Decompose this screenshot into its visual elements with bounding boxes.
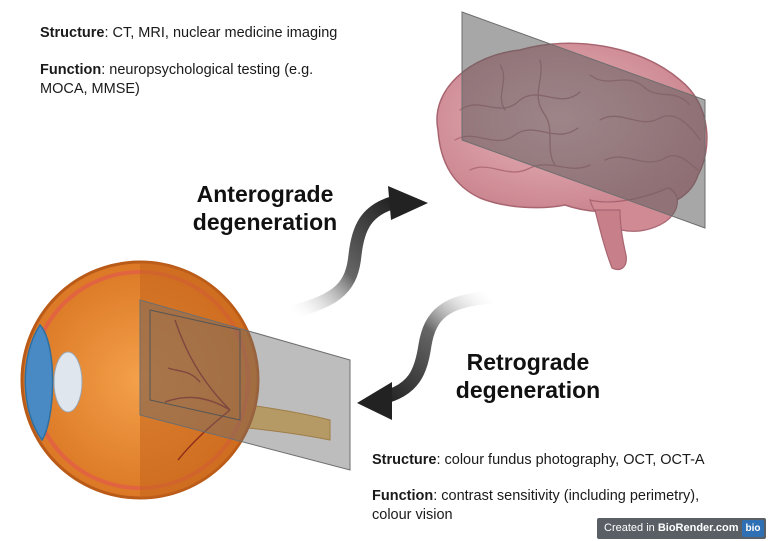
structure-text: : CT, MRI, nuclear medicine imaging	[104, 25, 338, 41]
structure-label: Structure	[40, 25, 105, 41]
eye-assessment-text: Structure: colour fundus photography, OC…	[372, 451, 762, 525]
function-label: Function	[372, 488, 434, 504]
brain-function-line: Function: neuropsychological testing (e.…	[40, 61, 400, 99]
eye-function-line: Function: contrast sensitivity (includin…	[372, 487, 762, 525]
retrograde-label: Retrograde degeneration	[440, 348, 616, 404]
function-label: Function	[40, 62, 102, 78]
function-text-cont: MOCA, MMSE)	[40, 81, 140, 97]
anterograde-line1: Anterograde	[196, 181, 334, 207]
biorender-logo-icon: bio	[742, 520, 764, 537]
retrograde-line1: Retrograde	[466, 349, 590, 375]
anterograde-label: Anterograde degeneration	[176, 180, 354, 236]
function-text: : contrast sensitivity (including perime…	[433, 488, 700, 504]
curved-arrow-icon	[357, 290, 494, 420]
retrograde-line2: degeneration	[455, 377, 601, 403]
badge-brand: BioRender.com	[657, 522, 739, 534]
brain-assessment-text: Structure: CT, MRI, nuclear medicine ima…	[40, 24, 400, 99]
curved-arrow-icon	[290, 186, 428, 319]
function-text-cont: colour vision	[372, 507, 453, 523]
structure-text: : colour fundus photography, OCT, OCT-A	[436, 452, 705, 468]
structure-label: Structure	[372, 452, 437, 468]
function-text: : neuropsychological testing (e.g.	[101, 62, 314, 78]
badge-prefix: Created in	[604, 522, 658, 534]
biorender-badge[interactable]: Created in BioRender.com bio	[597, 518, 766, 539]
anterograde-line2: degeneration	[192, 209, 338, 235]
brain-illustration	[436, 11, 708, 271]
eye-structure-line: Structure: colour fundus photography, OC…	[372, 451, 762, 470]
brain-structure-line: Structure: CT, MRI, nuclear medicine ima…	[40, 24, 400, 43]
eye-illustration	[20, 260, 351, 500]
